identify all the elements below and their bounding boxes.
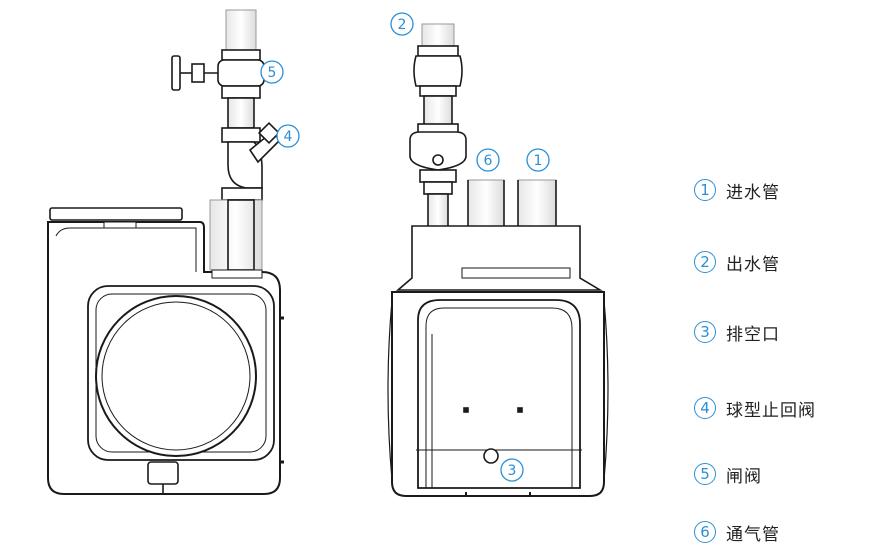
front-tank-top xyxy=(395,225,603,291)
svg-text:6: 6 xyxy=(484,153,493,169)
gate-valve-body xyxy=(217,59,265,87)
callouts: 5 4 2 6 1 3 xyxy=(260,12,550,482)
callout-2: 2 xyxy=(390,12,414,36)
legend-item-3: 3 排空口 xyxy=(694,318,780,346)
side-pipe-joint-4 xyxy=(221,187,263,201)
front-outlet-union xyxy=(413,55,463,87)
legend-item-2: 2 出水管 xyxy=(694,248,780,276)
svg-text:4: 4 xyxy=(284,129,293,145)
legend-number: 5 xyxy=(694,463,716,485)
legend-item-1: 1 进水管 xyxy=(694,176,780,204)
side-tank-drain xyxy=(147,461,179,485)
legend-item-4: 4 球型止回阀 xyxy=(694,394,816,422)
front-drain-port xyxy=(483,448,499,464)
side-pipe-joint-3 xyxy=(221,127,261,143)
side-pipe-mid xyxy=(227,97,255,129)
legend-number: 1 xyxy=(694,179,716,201)
legend-label: 球型止回阀 xyxy=(726,400,816,421)
side-tank-lid xyxy=(49,207,183,221)
legend-number: 4 xyxy=(694,397,716,419)
svg-text:1: 1 xyxy=(534,153,543,169)
svg-text:2: 2 xyxy=(398,17,407,33)
legend-label: 排空口 xyxy=(726,324,780,345)
svg-text:3: 3 xyxy=(508,463,517,479)
callout-5: 5 xyxy=(260,60,284,84)
legend-number: 2 xyxy=(694,251,716,273)
callout-1: 1 xyxy=(526,148,550,172)
legend-number: 6 xyxy=(694,521,716,543)
svg-text:5: 5 xyxy=(268,65,277,81)
gate-valve-bonnet xyxy=(191,63,205,83)
gate-valve-handwheel-icon xyxy=(171,55,181,91)
legend-item-6: 6 通气管 xyxy=(694,518,780,546)
side-tank-porthole xyxy=(95,295,257,457)
front-check-valve xyxy=(409,131,467,171)
callout-6: 6 xyxy=(476,148,500,172)
legend-label: 闸阀 xyxy=(726,466,762,487)
front-view xyxy=(387,23,609,497)
callout-4: 4 xyxy=(276,124,300,148)
side-pipe-joint-2 xyxy=(221,85,261,99)
legend-label: 出水管 xyxy=(726,254,780,275)
legend-number: 3 xyxy=(694,321,716,343)
legend-item-5: 5 闸阀 xyxy=(694,460,762,488)
legend-label: 通气管 xyxy=(726,524,780,545)
front-tank-panel xyxy=(417,299,581,489)
side-view xyxy=(47,9,284,495)
legend-label: 进水管 xyxy=(726,182,780,203)
side-pipe-joint-1 xyxy=(221,49,261,61)
side-pipe-top xyxy=(225,9,257,51)
callout-3: 3 xyxy=(500,458,524,482)
